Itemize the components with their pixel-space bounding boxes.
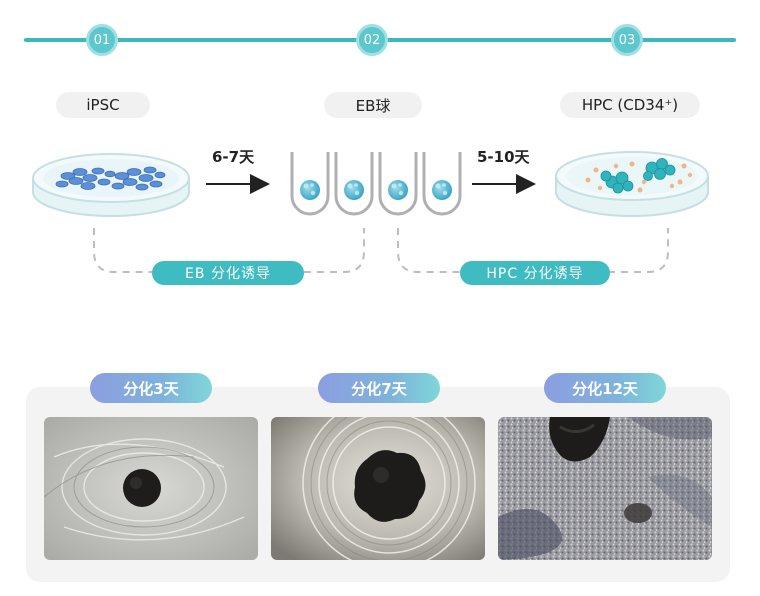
stage-label-eb: EB球 xyxy=(324,92,422,118)
micrograph-day7 xyxy=(271,417,485,560)
duration-label-1: 6-7天 xyxy=(212,148,255,166)
result-label-day3: 分化3天 xyxy=(90,373,212,403)
result-label-day7: 分化7天 xyxy=(318,373,440,403)
step-marker-1: 01 xyxy=(86,24,118,56)
hpc-bracket-left xyxy=(397,228,462,273)
micrograph-day3 xyxy=(44,417,258,560)
eb-bracket-left xyxy=(93,228,154,273)
hpc-petri-dish-icon xyxy=(555,151,709,217)
eb-induction-label: EB 分化诱导 xyxy=(152,261,304,285)
result-label-day12: 分化12天 xyxy=(544,373,666,403)
step-marker-2: 02 xyxy=(356,24,388,56)
hpc-induction-label: HPC 分化诱导 xyxy=(460,261,610,285)
eb-sphere-icons xyxy=(300,180,452,200)
eb-bracket-right xyxy=(304,228,365,273)
eb-tubes-icon xyxy=(290,152,462,216)
stage-label-ipsc: iPSC xyxy=(56,92,150,118)
micrograph-day12 xyxy=(498,417,712,560)
step-marker-3: 03 xyxy=(611,24,643,56)
workflow-illustration xyxy=(32,151,709,273)
stage-label-hpc: HPC (CD34⁺) xyxy=(560,92,700,118)
duration-label-2: 5-10天 xyxy=(477,148,530,166)
hpc-bracket-right xyxy=(608,228,669,273)
ipsc-petri-dish-icon xyxy=(32,153,190,217)
